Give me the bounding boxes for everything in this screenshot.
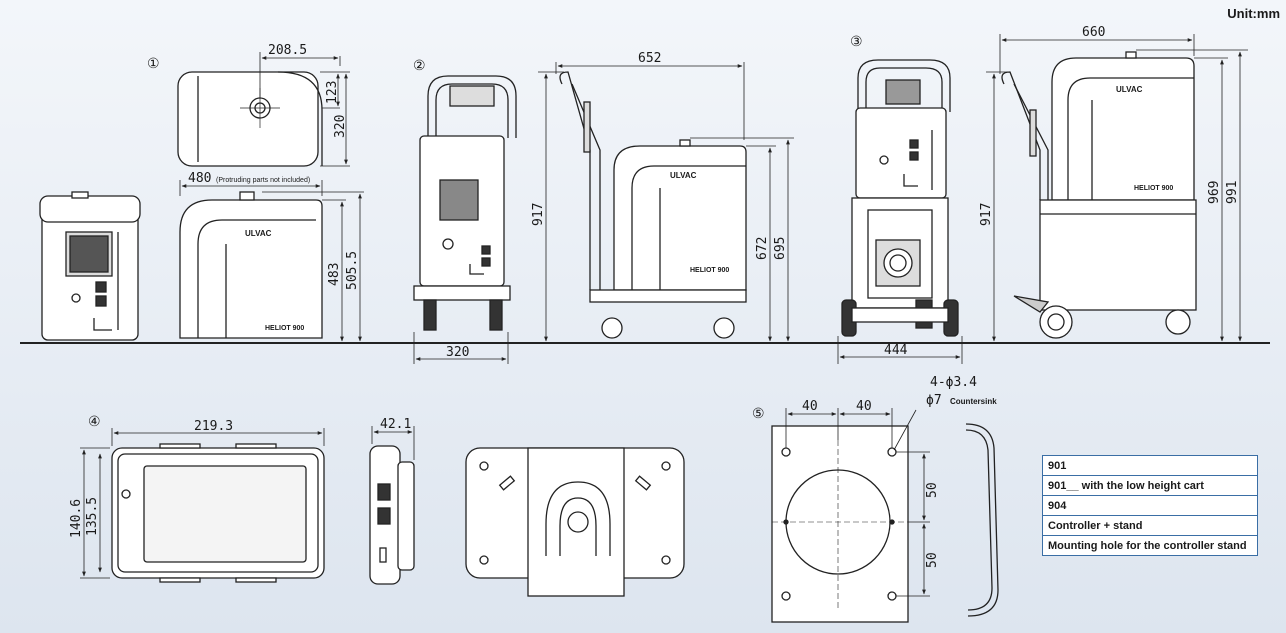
marker-1: ① (147, 55, 160, 71)
view1-top-depth-label: 320 (333, 115, 348, 138)
view3-handle-height-label: 917 (979, 203, 994, 226)
view2-front-dimensions (413, 332, 509, 364)
view2-side-dimensions (538, 62, 794, 342)
view2-body-height-label: 672 (755, 237, 770, 260)
view5-hole-spacing-a: 40 (802, 399, 818, 414)
view1-top-width-label: 208.5 (268, 43, 307, 58)
view2-base-width-label: 320 (446, 345, 469, 360)
view2-front-cart (413, 75, 517, 331)
view4-inner-height-label: 135.5 (85, 497, 100, 536)
view5-hole-spacing-b: 40 (856, 399, 872, 414)
legend-item-mounting-hole: Mounting hole for the controller stand (1042, 535, 1258, 556)
view3-depth-label: 660 (1082, 25, 1105, 40)
view4-side-dimensions (371, 426, 415, 460)
marker-4: ④ (88, 413, 101, 429)
legend-row: 904 (1042, 495, 1258, 516)
legend-item-901-low-cart: 901__ with the low height cart (1042, 475, 1258, 496)
view5-mounting-plate (771, 425, 909, 623)
marker-3: ③ (850, 33, 863, 49)
view3-base-width-label: 444 (884, 343, 908, 358)
view1-total-height-label: 505.5 (345, 251, 360, 290)
view1-front-width-label: 480 (188, 171, 211, 186)
legend-table: 901 901__ with the low height cart 904 C… (1042, 455, 1258, 556)
view2-handle-height-label: 917 (531, 203, 546, 226)
view1-front-unit (39, 191, 141, 341)
view3-front-dimensions (837, 336, 963, 364)
view2-total-height-label: 695 (773, 237, 788, 260)
view4-width-label: 219.3 (194, 419, 233, 434)
view5-countersink-label: Countersink (950, 397, 997, 406)
view4-controller-side (369, 445, 415, 585)
view3-front-stand (841, 59, 959, 337)
view1-front-width-note: (Protruding parts not included) (216, 177, 310, 184)
view1-front-dimensions (179, 180, 364, 342)
view3-brand-logo: ULVAC (1116, 85, 1143, 94)
legend-item-901: 901 (1042, 455, 1258, 476)
view1-top-dimensions (259, 52, 350, 167)
view5-vert-spacing-a: 50 (925, 482, 940, 498)
view5-countersink-dia: ϕ7 (926, 393, 942, 408)
view3-side-stand (1001, 51, 1197, 339)
marker-2: ② (413, 57, 426, 73)
view4-depth-label: 42.1 (380, 417, 411, 432)
view2-side-cart (559, 71, 747, 339)
view3-side-dimensions (986, 34, 1248, 342)
view1-model-logo: HELIOT 900 (265, 325, 304, 332)
view3-total-height-label: 991 (1225, 181, 1240, 204)
view4-outer-height-label: 140.6 (69, 499, 84, 538)
view2-model-logo: HELIOT 900 (690, 267, 729, 274)
view4-controller-front (111, 443, 325, 583)
view2-depth-label: 652 (638, 51, 661, 66)
legend-item-904: 904 (1042, 495, 1258, 516)
view1-brand-logo: ULVAC (245, 229, 272, 238)
legend-item-controller-stand: Controller + stand (1042, 515, 1258, 536)
legend-row: 901 (1042, 455, 1258, 476)
view5-dimensions (785, 408, 930, 597)
view1-side-unit (179, 191, 323, 339)
view5-handle-bracket (965, 423, 999, 617)
view3-model-logo: HELIOT 900 (1134, 185, 1173, 192)
view2-brand-logo: ULVAC (670, 171, 697, 180)
view3-body-height-label: 969 (1207, 181, 1222, 204)
legend-row: Controller + stand (1042, 515, 1258, 536)
view4-controller-back (465, 447, 685, 597)
view5-vert-spacing-b: 50 (925, 552, 940, 568)
view1-top-view (177, 71, 323, 167)
view5-hole-spec: 4-ϕ3.4 (930, 375, 977, 390)
legend-row: Mounting hole for the controller stand (1042, 535, 1258, 556)
view1-body-height-label: 483 (327, 263, 342, 286)
legend-row: 901__ with the low height cart (1042, 475, 1258, 496)
marker-5: ⑤ (752, 405, 765, 421)
view4-front-dimensions (80, 428, 325, 579)
unit-label: Unit:mm (1227, 6, 1280, 21)
view1-top-offset-label: 123 (325, 81, 340, 104)
